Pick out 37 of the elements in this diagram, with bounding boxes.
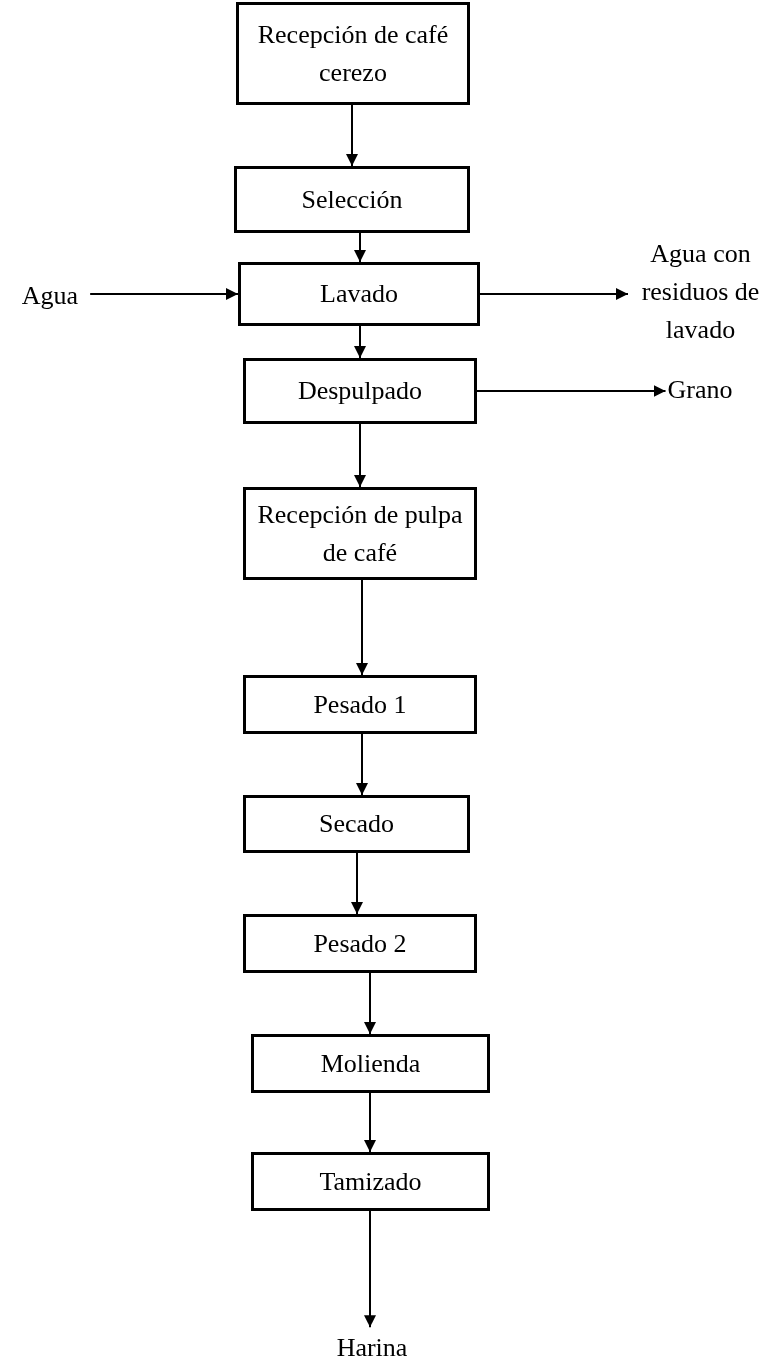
arrow (354, 423, 366, 488)
arrow (354, 232, 366, 263)
arrow (356, 579, 368, 676)
flow-label: Grano (667, 374, 733, 407)
arrow (364, 1210, 376, 1329)
flow-label: Agua con residuos de lavado (640, 238, 761, 346)
process-box (238, 262, 480, 326)
process-box (236, 2, 470, 105)
flow-label: Harina (336, 1332, 408, 1365)
step-label: Recepción de café cerezo (256, 18, 450, 89)
step-label: Recepción de pulpa de café (256, 498, 464, 569)
step-label: Selección (301, 183, 403, 216)
arrow (364, 1092, 376, 1153)
process-box (243, 675, 477, 734)
process-box (243, 487, 477, 580)
arrow (476, 385, 667, 397)
process-box (251, 1034, 490, 1093)
process-box (234, 166, 470, 233)
step-label: Secado (318, 808, 395, 841)
process-box (243, 358, 477, 424)
arrow (356, 733, 368, 796)
arrow (351, 852, 363, 915)
arrow (354, 325, 366, 359)
process-box (251, 1152, 490, 1211)
arrow (89, 288, 239, 300)
step-label: Lavado (320, 278, 398, 311)
process-box (243, 795, 470, 853)
arrow (364, 972, 376, 1035)
step-label: Pesado 1 (313, 688, 407, 721)
step-label: Molienda (320, 1047, 421, 1080)
arrow (346, 104, 358, 167)
step-label: Despulpado (297, 375, 423, 408)
flow-label: Agua (21, 280, 79, 313)
arrow (479, 288, 629, 300)
step-label: Tamizado (319, 1165, 422, 1198)
step-label: Pesado 2 (313, 927, 407, 960)
process-box (243, 914, 477, 973)
